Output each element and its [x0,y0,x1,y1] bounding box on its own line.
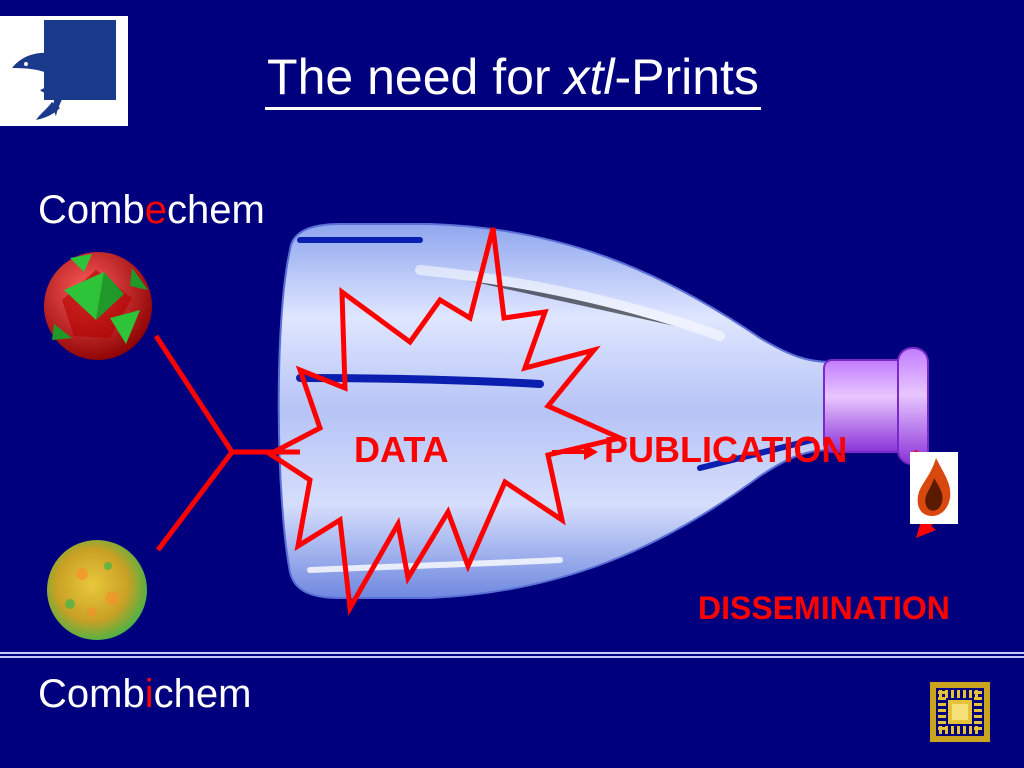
publication-label: PUBLICATION [604,429,848,470]
slide-title: The need for xtl-Prints [0,48,1024,110]
data-to-publication-arrow [552,444,598,460]
data-starburst [265,227,628,616]
title-italic: xtl [564,49,615,105]
footer-separator [0,652,1024,658]
combichem-label: Combichem [38,672,252,716]
dolphin-logo [0,16,128,126]
flame-icon [910,452,958,524]
data-label: DATA [354,429,449,470]
bottle [277,223,929,599]
sphere-molecule-icon [44,538,150,642]
microchip-icon [930,682,990,742]
combechem-label: Combechem [38,188,265,232]
merge-connector [153,334,300,552]
dissemination-label: DISSEMINATION [698,590,950,626]
dolphin-logo-icon [12,20,116,120]
bottle-rim [897,347,929,465]
title-prefix: The need for [267,49,565,105]
polyhedron-molecule-icon [44,252,152,360]
title-suffix: -Prints [614,49,759,105]
